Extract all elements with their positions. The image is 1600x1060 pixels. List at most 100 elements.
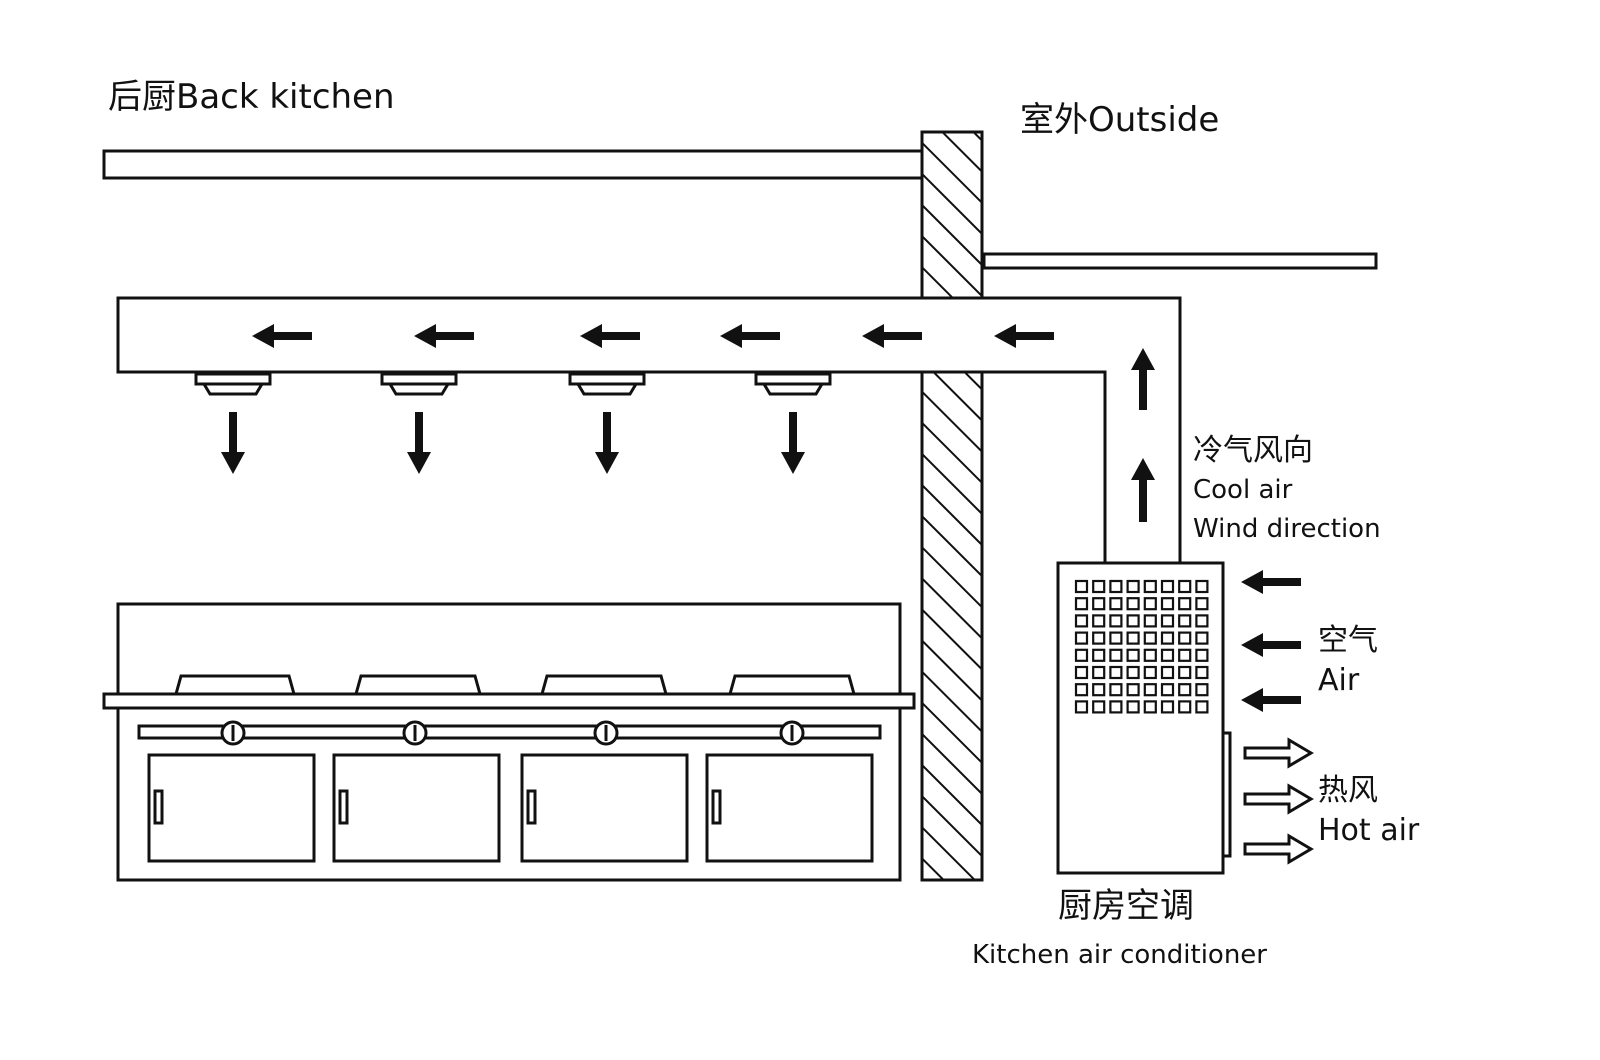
- grille-cell: [1178, 631, 1192, 645]
- grille-cell: [1143, 614, 1157, 628]
- grille-cell: [1074, 648, 1089, 662]
- control-rail: [137, 724, 882, 740]
- cabinet-door: [147, 753, 316, 863]
- grille-cell: [1160, 631, 1175, 645]
- left-arrow-icon: [1241, 633, 1301, 657]
- range-countertop: [102, 692, 916, 710]
- wall: [920, 130, 984, 882]
- up-arrow-icon: [1131, 348, 1155, 410]
- grille-cell: [1143, 579, 1157, 594]
- grille-cell: [1074, 579, 1089, 594]
- control-knob: [220, 720, 246, 746]
- left-arrow-icon: [1241, 688, 1301, 712]
- grille-cell: [1074, 683, 1089, 697]
- grille-cell: [1092, 579, 1106, 594]
- down-arrow-icon: [781, 412, 805, 474]
- grille-cell: [1074, 631, 1089, 645]
- left-arrow-icon: [414, 324, 474, 348]
- grille-cell: [1160, 597, 1175, 611]
- down-arrow-icon: [407, 412, 431, 474]
- back-kitchen-label: 后厨Back kitchen: [108, 77, 395, 117]
- grille-cell: [1143, 665, 1157, 680]
- cool-air-label-cn: 冷气风向: [1193, 433, 1313, 468]
- grille-cell: [1074, 614, 1089, 628]
- grille-cell: [1109, 700, 1123, 714]
- left-arrow-icon: [1241, 570, 1301, 594]
- grille-cell: [1092, 700, 1106, 714]
- grille-cell: [1074, 700, 1089, 714]
- grille-cell: [1092, 665, 1106, 680]
- grille-cell: [1160, 700, 1175, 714]
- hot-air-label-cn: 热风: [1318, 773, 1378, 808]
- grille-cell: [1143, 683, 1157, 697]
- diffuser: [380, 372, 458, 396]
- grille-cell: [1195, 597, 1209, 611]
- left-arrow-icon: [720, 324, 780, 348]
- burner-hood: [174, 674, 296, 695]
- outside-label: 室外Outside: [1020, 100, 1219, 140]
- cabinet-door: [705, 753, 874, 863]
- grille-cell: [1160, 579, 1175, 594]
- supply-airflow-arrows: [221, 412, 805, 474]
- grille-cell: [1160, 614, 1175, 628]
- grille-cell: [1143, 648, 1157, 662]
- grille-cell: [1092, 614, 1106, 628]
- grille-cell: [1178, 597, 1192, 611]
- grille-cell: [1195, 614, 1209, 628]
- grille-cell: [1109, 614, 1123, 628]
- grille-cell: [1195, 631, 1209, 645]
- burner-hood: [728, 674, 856, 695]
- grille-cell: [1178, 579, 1192, 594]
- ac-unit: [1056, 561, 1232, 875]
- ac-intake-grille: [1074, 579, 1209, 714]
- up-arrow-icon: [1131, 458, 1155, 522]
- grille-cell: [1092, 631, 1106, 645]
- control-knob: [402, 720, 428, 746]
- right-arrow-outline-icon: [1243, 783, 1314, 815]
- grille-cell: [1178, 683, 1192, 697]
- right-arrow-outline-icon: [1243, 833, 1314, 865]
- grille-cell: [1109, 597, 1123, 611]
- grille-cell: [1178, 648, 1192, 662]
- left-arrow-icon: [580, 324, 640, 348]
- ac-unit-side-panel: [1221, 731, 1232, 858]
- air-label-en: Air: [1318, 663, 1360, 698]
- ac-unit-label-en: Kitchen air conditioner: [972, 940, 1267, 970]
- grille-cell: [1109, 631, 1123, 645]
- grille-cell: [1195, 579, 1209, 594]
- grille-cell: [1126, 665, 1140, 680]
- cabinet-door: [520, 753, 689, 863]
- grille-cell: [1143, 597, 1157, 611]
- cooking-range: [102, 602, 916, 882]
- left-arrow-icon: [862, 324, 922, 348]
- down-arrow-icon: [221, 412, 245, 474]
- grille-cell: [1126, 579, 1140, 594]
- air-label-cn: 空气: [1318, 623, 1378, 658]
- control-knob: [779, 720, 805, 746]
- grille-cell: [1195, 648, 1209, 662]
- control-knob: [593, 720, 619, 746]
- ceiling-diffusers: [194, 372, 832, 396]
- grille-cell: [1109, 665, 1123, 680]
- diffuser: [568, 372, 646, 396]
- wind-direction-label-en: Wind direction: [1193, 514, 1381, 544]
- grille-cell: [1195, 665, 1209, 680]
- cabinet-door: [332, 753, 501, 863]
- cool-air-label-en: Cool air: [1193, 475, 1293, 505]
- grille-cell: [1074, 665, 1089, 680]
- left-arrow-icon: [252, 324, 312, 348]
- grille-cell: [1126, 683, 1140, 697]
- grille-cell: [1160, 683, 1175, 697]
- duct-airflow-arrows: [252, 324, 1054, 348]
- grille-cell: [1160, 648, 1175, 662]
- grille-cell: [1178, 614, 1192, 628]
- grille-cell: [1160, 665, 1175, 680]
- riser-airflow-arrows: [1131, 348, 1155, 522]
- burner-hood: [540, 674, 668, 695]
- intake-air-arrows: [1241, 570, 1301, 712]
- exhaust-hot-air-arrows: [1243, 737, 1314, 865]
- grille-cell: [1178, 700, 1192, 714]
- grille-cell: [1143, 631, 1157, 645]
- grille-cell: [1109, 683, 1123, 697]
